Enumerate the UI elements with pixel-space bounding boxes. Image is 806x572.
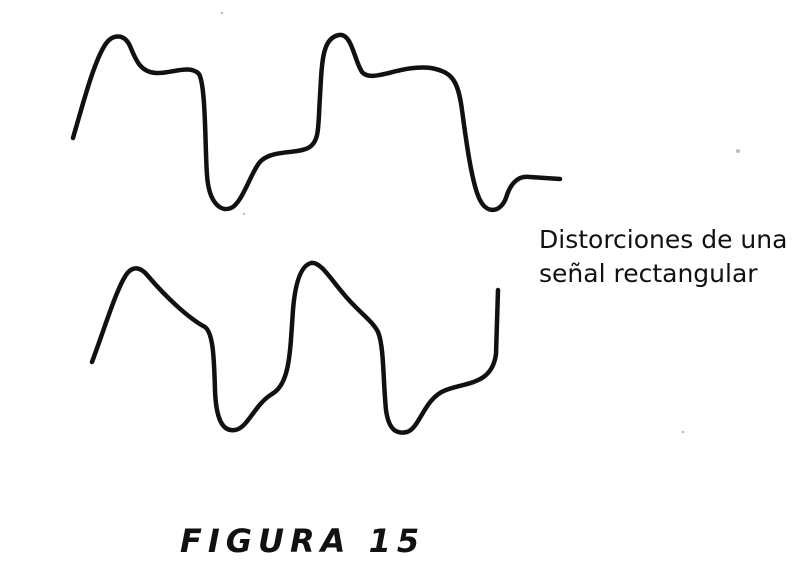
scan-speck — [681, 430, 685, 434]
scan-speck — [220, 11, 224, 15]
figure-caption: Distorciones de una señal rectangular — [539, 223, 801, 291]
top-distorted-waveform — [70, 32, 563, 213]
scan-speck — [736, 149, 740, 153]
bottom-distorted-waveform — [89, 260, 501, 435]
caption-line-2: señal rectangular — [539, 259, 758, 288]
caption-line-1: Distorciones de una — [539, 225, 788, 254]
scan-speck — [242, 212, 246, 216]
figure-number-label: FIGURA 15 — [180, 522, 426, 560]
